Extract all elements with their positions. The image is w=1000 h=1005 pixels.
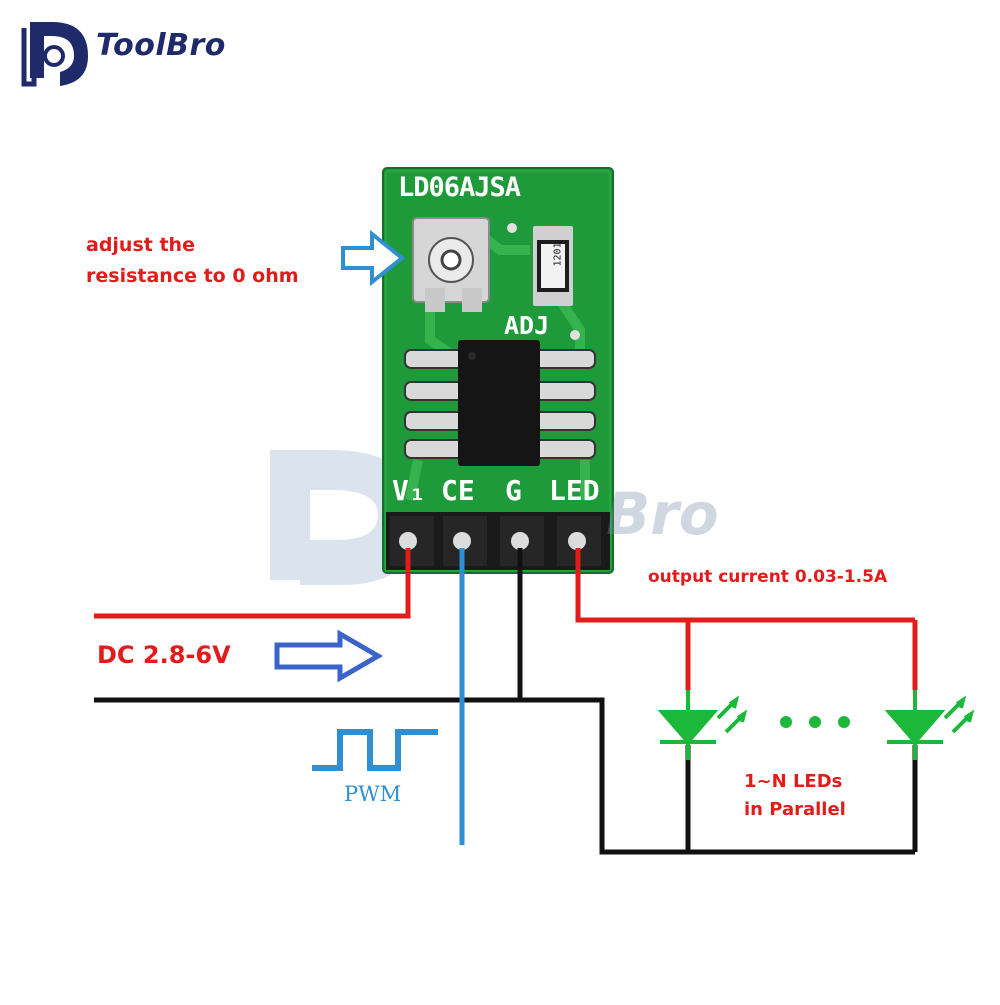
- output-current-note: output current 0.03-1.5A: [648, 567, 888, 587]
- resistor: [533, 226, 573, 306]
- adjust-note-line1: adjust the: [86, 234, 195, 256]
- supply-direction-arrow: [274, 629, 383, 683]
- adjust-note: adjust the resistance to 0 ohm: [86, 230, 299, 292]
- leds-parallel-note: 1~N LEDs in Parallel: [744, 768, 846, 824]
- led-symbol-1: [657, 690, 748, 760]
- pin-label-ce: CE: [441, 474, 475, 507]
- potentiometer: [412, 217, 490, 312]
- leds-note-line1: 1~N LEDs: [744, 771, 843, 792]
- pin-label-v1: V₁: [392, 474, 426, 507]
- pin-label-led: LED: [549, 474, 600, 507]
- ic-chip: [404, 340, 596, 466]
- wire-ground-return: [520, 697, 915, 855]
- supply-voltage-label: DC 2.8-6V: [97, 641, 231, 669]
- watermark-text: Bro: [606, 480, 719, 548]
- wire-v1-supply-positive: [94, 548, 411, 619]
- pwm-waveform-icon: [312, 729, 438, 771]
- adjust-note-line2: resistance to 0 ohm: [86, 265, 299, 287]
- header-pins: [386, 512, 610, 570]
- pin-label-g: G: [505, 474, 522, 507]
- pwm-label: PWM: [344, 782, 402, 806]
- ellipsis-dots: [780, 716, 850, 728]
- wiring: [94, 548, 918, 855]
- board-model-label: LD06AJSA: [398, 172, 521, 203]
- resistor-code: 1201: [552, 242, 564, 267]
- wire-led-output: [575, 548, 915, 623]
- brand-name: ToolBro: [96, 28, 226, 63]
- adj-label: ADJ: [504, 311, 550, 340]
- d-shaped-logo-icon: [21, 22, 88, 87]
- leds-note-line2: in Parallel: [744, 799, 846, 820]
- arrow-to-potentiometer: [341, 229, 406, 287]
- led-symbol-2: [884, 690, 975, 760]
